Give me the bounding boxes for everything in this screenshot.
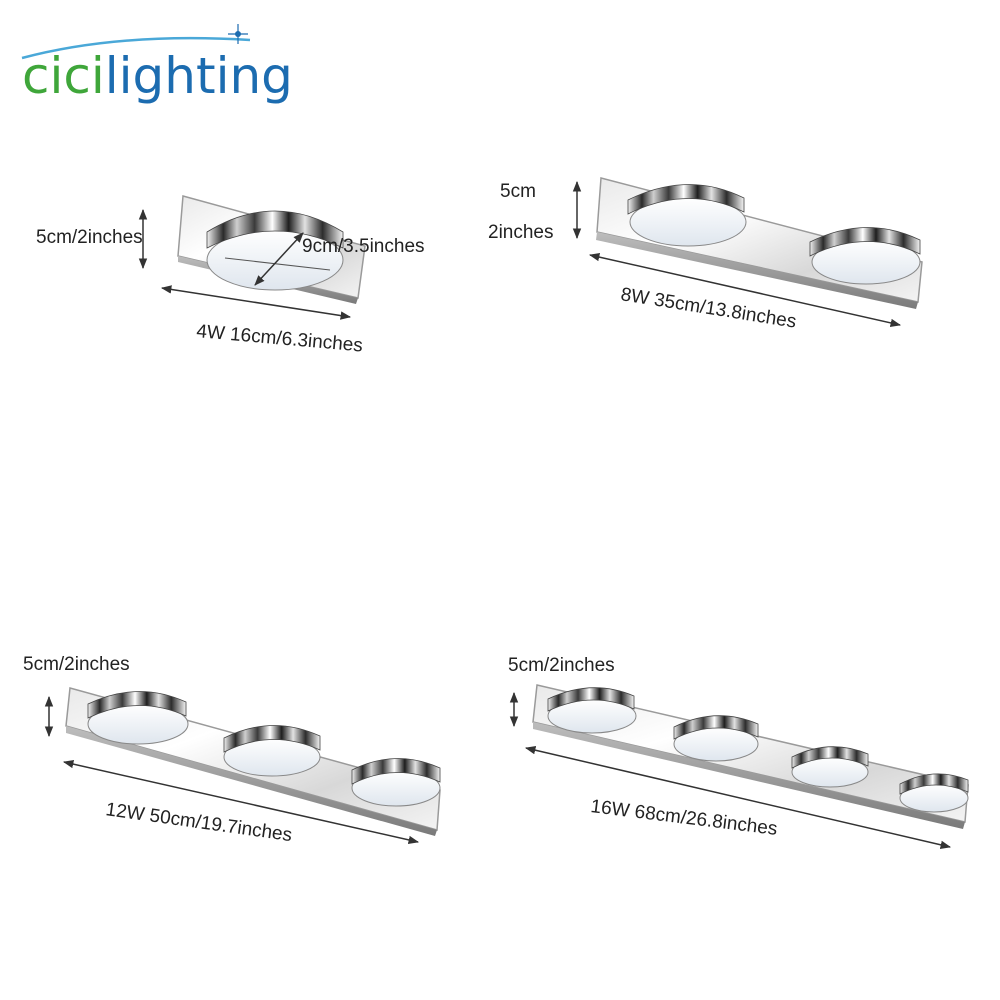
length-arrow bbox=[62, 759, 420, 845]
lamp-head bbox=[899, 773, 969, 813]
height-label: 5cm/2inches bbox=[23, 654, 130, 675]
lamp-head bbox=[547, 687, 637, 734]
logo-swoosh bbox=[21, 36, 251, 60]
length-label: 16W 68cm/26.8inches bbox=[589, 796, 778, 840]
length-arrow bbox=[160, 285, 352, 320]
height-label: 5cm/2inches bbox=[36, 227, 143, 248]
length-label: 8W 35cm/13.8inches bbox=[619, 284, 798, 332]
depth-arrow bbox=[254, 232, 304, 286]
length-label: 12W 50cm/19.7inches bbox=[104, 799, 293, 846]
lamp-head bbox=[791, 746, 869, 788]
fixture-16w: 5cm/2inches 16W 68cm/26.8inches bbox=[508, 655, 969, 849]
svg-text:cicilighting: cicilighting bbox=[22, 47, 293, 105]
length-arrow bbox=[588, 252, 902, 328]
fixture-8w: 5cm 2inches 8W 35cm/13.8inches bbox=[488, 177, 923, 333]
length-label: 4W 16cm/6.3inches bbox=[196, 321, 364, 356]
depth-label: 9cm/3.5inches bbox=[302, 236, 425, 257]
lamp-head bbox=[809, 227, 921, 285]
lamp-head bbox=[351, 758, 441, 807]
fixture-4w: 5cm/2inches 9cm/3.5inches 4W 16cm/6.3inc… bbox=[36, 195, 425, 357]
logo-text-cici: cici bbox=[22, 47, 105, 105]
height-label: 5cm/2inches bbox=[508, 655, 615, 676]
length-arrow bbox=[524, 746, 952, 849]
height-label-line2: 2inches bbox=[488, 222, 554, 243]
lamp-head bbox=[87, 691, 189, 745]
brand-logo: cicilighting bbox=[21, 24, 293, 105]
lamp-head bbox=[627, 184, 747, 247]
fixture-12w: 5cm/2inches 12W 50cm/19.7inches bbox=[23, 654, 441, 846]
lamp-head bbox=[223, 725, 321, 777]
lamp-head bbox=[673, 715, 759, 762]
height-label-line1: 5cm bbox=[500, 181, 536, 202]
logo-text-lighting: lighting bbox=[105, 47, 293, 105]
